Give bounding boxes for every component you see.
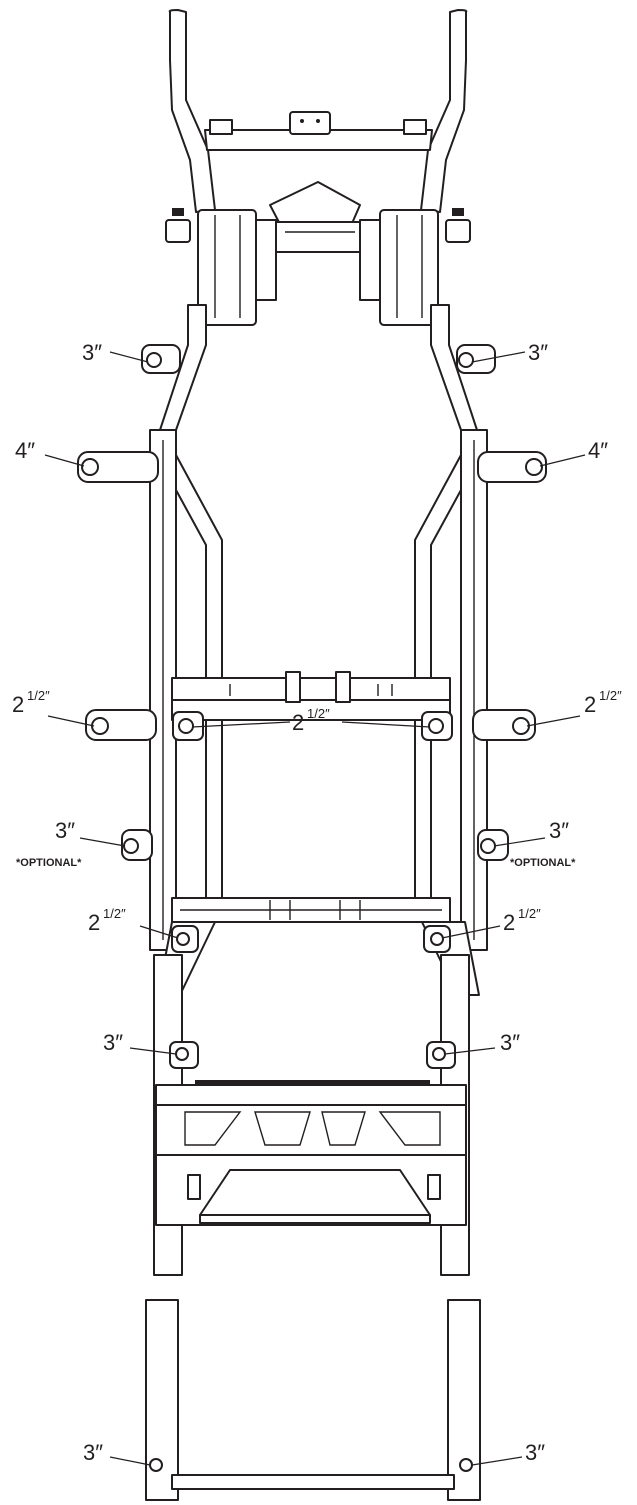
- label-3in-tail-right: 3″: [525, 1440, 545, 1465]
- label-2-1-2-lower-right: 2: [503, 910, 515, 935]
- label-2-1-2-lower-left: 2: [88, 910, 100, 935]
- label-2-1-2-lower-left-frac: 1/2″: [103, 906, 126, 921]
- rear-frame-section: [145, 921, 481, 1501]
- label-2-1-2-lower-right-frac: 1/2″: [518, 906, 541, 921]
- label-3in-rear-right: 3″: [500, 1030, 520, 1055]
- label-3in-front-right: 3″: [528, 340, 548, 365]
- label-3in-optional-right: 3″: [549, 818, 569, 843]
- middle-crossmembers: [171, 671, 451, 923]
- label-2-1-2-right-frac: 1/2″: [599, 688, 622, 703]
- label-3in-tail-left: 3″: [83, 1440, 103, 1465]
- bracket-4in-left: [77, 451, 159, 483]
- optional-note-left: *OPTIONAL*: [16, 857, 82, 869]
- front-frame-section: [165, 9, 471, 326]
- label-4in-right: 4″: [588, 438, 608, 463]
- bracket-4in-right: [477, 451, 547, 483]
- label-2-1-2-center: 2: [292, 710, 304, 735]
- dimension-labels: 3″ 3″ 4″ 4″ 2 1/2″ 2 1/2″ 2 1/2″ 3″ *OPT…: [12, 340, 622, 1465]
- label-2-1-2-left-frac: 1/2″: [27, 688, 50, 703]
- optional-note-right: *OPTIONAL*: [510, 857, 576, 869]
- label-3in-optional-left: 3″: [55, 818, 75, 843]
- label-2-1-2-center-frac: 1/2″: [307, 706, 330, 721]
- mounting-brackets: [77, 344, 547, 1472]
- label-3in-rear-left: 3″: [103, 1030, 123, 1055]
- label-4in-left: 4″: [15, 438, 35, 463]
- label-2-1-2-right: 2: [584, 692, 596, 717]
- label-2-1-2-left: 2: [12, 692, 24, 717]
- label-3in-front-left: 3″: [82, 340, 102, 365]
- main-rails: [149, 304, 488, 951]
- leader-lines: [44, 351, 586, 1466]
